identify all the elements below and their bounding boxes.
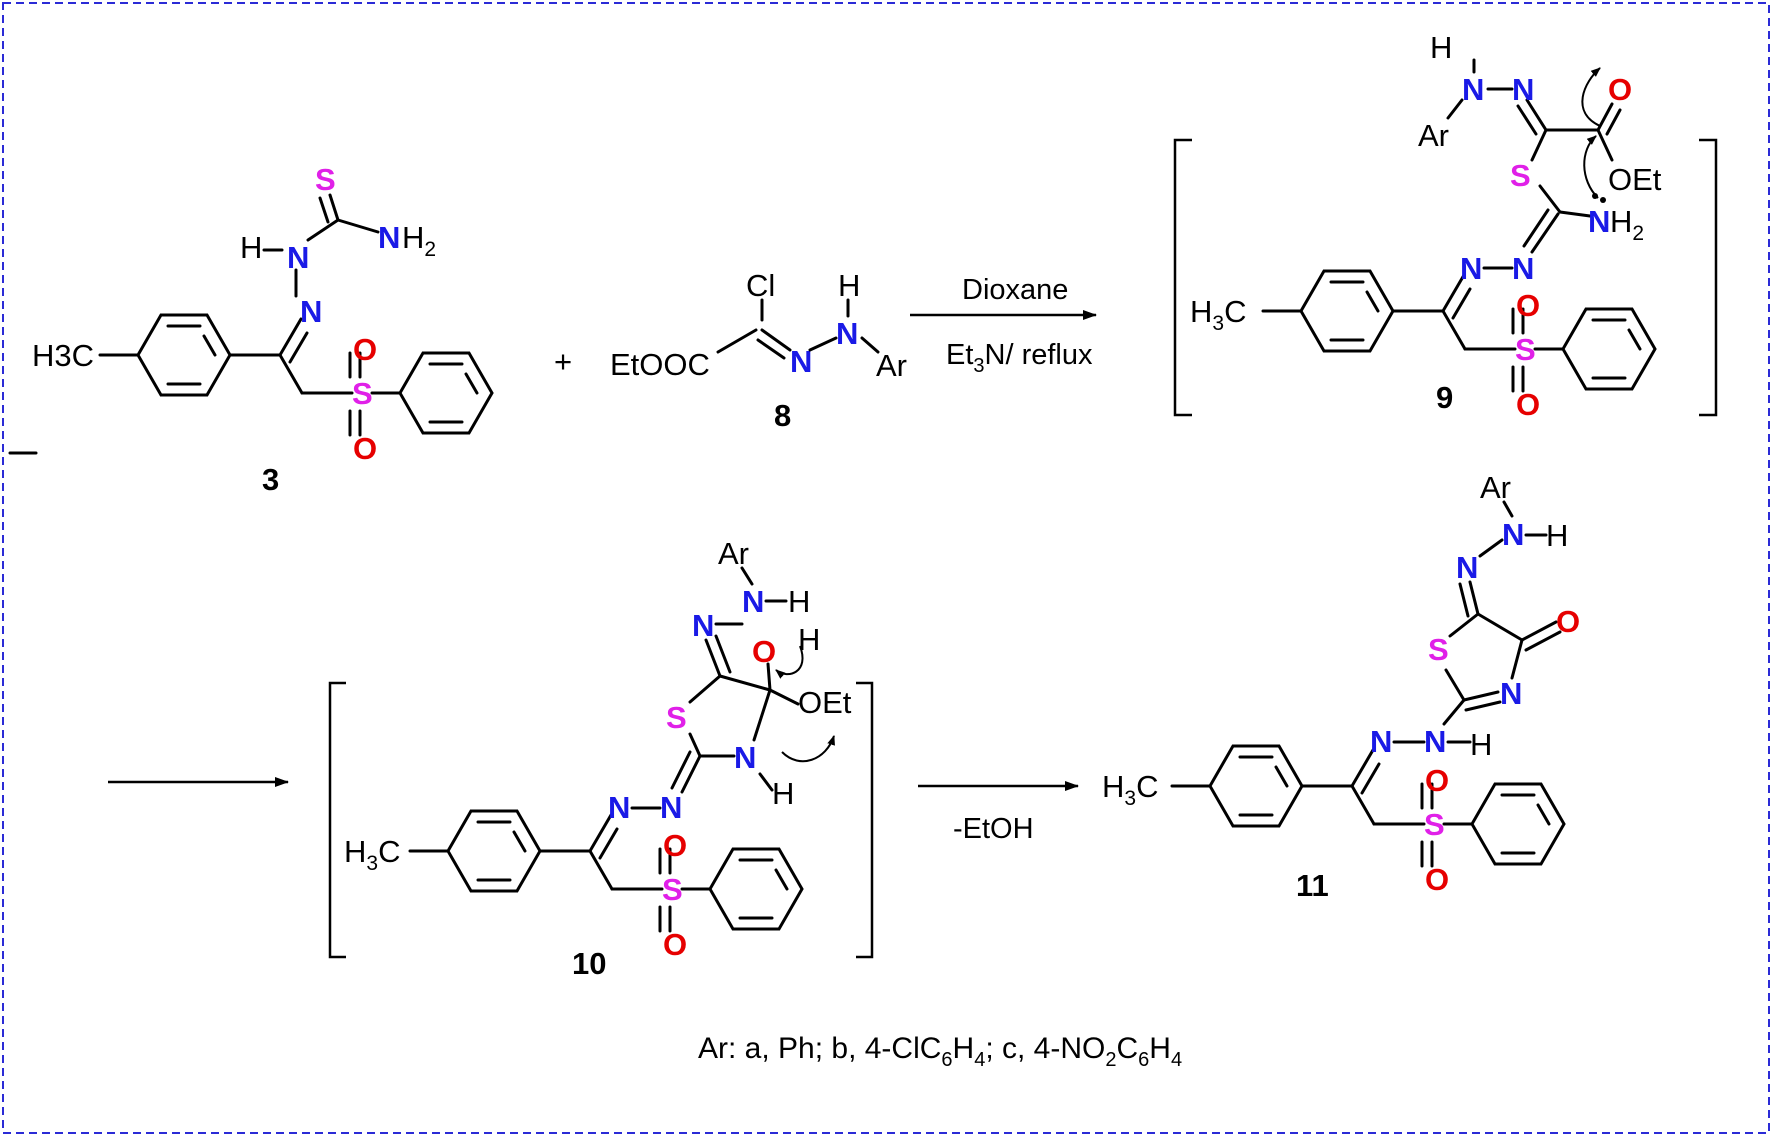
hydroxyl-oxygen: O xyxy=(752,634,776,669)
carbonyl-oxygen: O xyxy=(1556,604,1580,639)
sulfone-oxygen-top: O xyxy=(663,828,687,863)
nh-hydrogen: H xyxy=(1430,30,1452,65)
compound-8-label: 8 xyxy=(774,398,791,433)
amine-h2: H2 xyxy=(402,220,436,261)
ring-nitrogen: N xyxy=(1500,676,1522,711)
ring-sulfur: S xyxy=(1510,158,1531,193)
nh-nitrogen: N xyxy=(836,316,858,351)
sulfone-oxygen-top: O xyxy=(1425,763,1449,798)
hydrazine-hydrogen: H xyxy=(1470,727,1492,762)
compound-11-label: 11 xyxy=(1296,868,1329,903)
step1-reagent-above: Dioxane xyxy=(962,274,1068,306)
ester-group: EtOOC xyxy=(610,347,710,382)
hydrazone-nitrogen: N xyxy=(1512,72,1534,107)
ether-group: OEt xyxy=(798,685,852,720)
ring-sulfur: S xyxy=(1428,632,1449,667)
aryl-footnote: Ar: a, Ph; b, 4-ClC6H4; c, 4-NO2C6H4 xyxy=(698,1032,1182,1071)
compound-3: H3C N N H S N H2 S O O 3 xyxy=(32,162,494,497)
compound-11: H3C N N H S N O N N H Ar S O O 11 xyxy=(1102,470,1580,903)
ring-nh-hydrogen: H xyxy=(772,776,794,811)
thione-sulfur: S xyxy=(315,162,336,197)
sulfone-oxygen-bottom: O xyxy=(1425,862,1449,897)
hydrazone-nitrogen: N xyxy=(692,608,714,643)
reaction-arrow-3: -EtOH xyxy=(918,781,1079,845)
sulfone-oxygen-bottom: O xyxy=(663,927,687,962)
sulfone-sulfur: S xyxy=(352,376,373,411)
hydroxyl-hydrogen: H xyxy=(798,622,820,657)
carbonyl-oxygen: O xyxy=(1608,72,1632,107)
imine-nitrogen-2: N xyxy=(1512,251,1534,286)
ring-sulfur: S xyxy=(666,700,687,735)
compound-9-label: 9 xyxy=(1436,380,1453,415)
ring-nitrogen: N xyxy=(734,740,756,775)
imine-nitrogen-1: N xyxy=(608,790,630,825)
compound-9: H3C N N S N N H Ar O OEt N H2 S O O 9 xyxy=(1173,30,1718,422)
nh-hydrogen: H xyxy=(788,584,810,619)
hydrazine-hydrogen: H xyxy=(240,230,262,265)
sulfone-oxygen-top: O xyxy=(1516,288,1540,323)
sulfone-oxygen-bottom: O xyxy=(353,431,377,466)
nh-hydrogen: H xyxy=(838,268,860,303)
sulfone-sulfur: S xyxy=(1515,332,1536,367)
hydrazine-nitrogen: N xyxy=(1424,724,1446,759)
methyl-group: H3C xyxy=(32,338,94,373)
amine-nitrogen: N xyxy=(1588,204,1610,239)
sulfone-sulfur: S xyxy=(662,872,683,907)
aryl-group: Ar xyxy=(1480,470,1511,505)
nh-hydrogen: H xyxy=(1546,518,1568,553)
aryl-group: Ar xyxy=(1418,118,1449,153)
hydrazine-nitrogen: N xyxy=(287,240,309,275)
amine-nitrogen: N xyxy=(378,220,400,255)
hydrazone-nitrogen: N xyxy=(1456,550,1478,585)
imine-nitrogen-1: N xyxy=(1460,251,1482,286)
methyl-group: H3C xyxy=(1102,769,1158,810)
hydrazone-nitrogen: N xyxy=(790,344,812,379)
compound-3-label: 3 xyxy=(262,462,279,497)
imine-nitrogen-1: N xyxy=(1370,724,1392,759)
chloro-atom: Cl xyxy=(746,268,775,303)
nh-nitrogen: N xyxy=(1462,72,1484,107)
ester-group: OEt xyxy=(1608,162,1662,197)
step1-reagent-below: Et3N/ reflux xyxy=(946,339,1093,377)
sulfone-oxygen-bottom: O xyxy=(1516,387,1540,422)
aryl-group: Ar xyxy=(718,536,749,571)
aryl-group: Ar xyxy=(876,348,907,383)
methyl-group: H3C xyxy=(344,834,400,875)
compound-10-label: 10 xyxy=(572,946,606,981)
methyl-group: H3C xyxy=(1190,294,1246,335)
nh-nitrogen: N xyxy=(1502,517,1524,552)
amine-h2: H2 xyxy=(1610,204,1644,245)
nh-nitrogen: N xyxy=(742,584,764,619)
reaction-arrow-1: Dioxane Et3N/ reflux xyxy=(910,274,1097,377)
plus-sign: + xyxy=(554,344,572,379)
imine-nitrogen-2: N xyxy=(660,790,682,825)
compound-10: H3C N N S N N H Ar O H OEt N H S O O 10 xyxy=(328,536,874,981)
sulfone-sulfur: S xyxy=(1424,807,1445,842)
step3-reagent-below: -EtOH xyxy=(953,813,1034,845)
compound-8: EtOOC Cl N N H Ar 8 xyxy=(610,268,907,433)
imine-nitrogen: N xyxy=(300,294,322,329)
sulfone-oxygen-top: O xyxy=(353,332,377,367)
